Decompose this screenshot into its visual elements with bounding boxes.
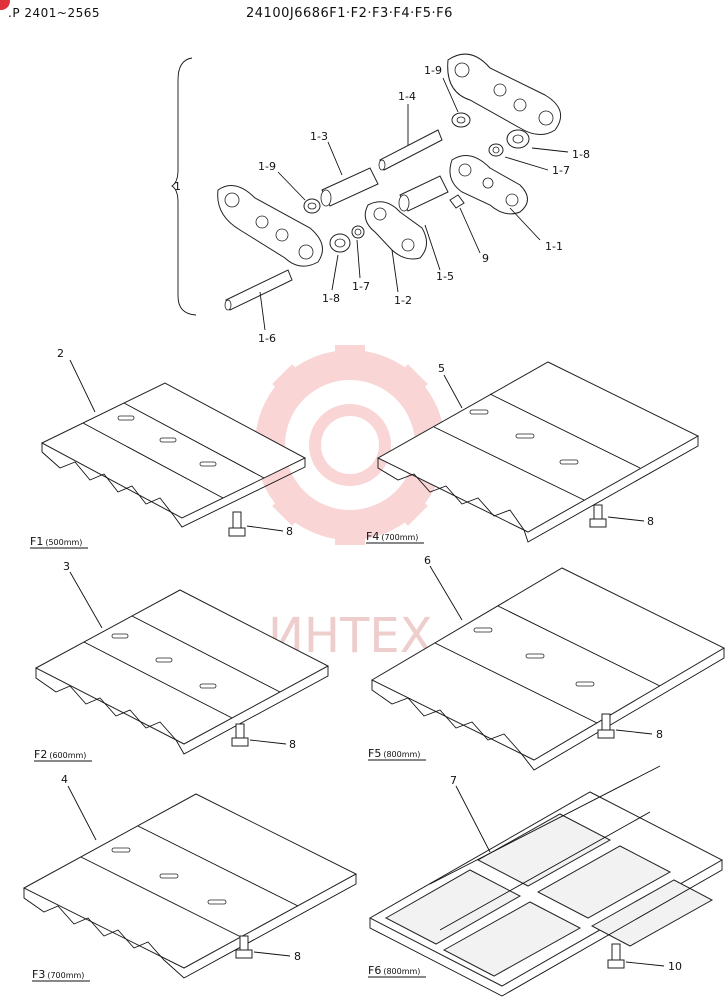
shoe-f6: 7 10 F6(800mm) xyxy=(368,765,724,997)
caption-f5-size: (800mm) xyxy=(383,750,420,759)
caption-f4-code: F4 xyxy=(366,530,379,543)
caption-f5: F5(800mm) xyxy=(368,747,420,760)
caption-f3-size: (700mm) xyxy=(47,971,84,980)
item-6-label: 6 xyxy=(424,554,431,567)
bolt-f4 xyxy=(589,504,607,528)
label-1-7-left: 1-7 xyxy=(352,280,370,293)
shoe-f5: 6 8 F5(800mm) xyxy=(368,554,726,771)
assembly-label: 1 xyxy=(174,180,181,193)
shoe-f3: 4 8 F3(700mm) xyxy=(22,773,358,982)
part-code-title: 24100J6686F1·F2·F3·F4·F5·F6 xyxy=(246,6,453,21)
bolt-label-f2: 8 xyxy=(289,738,296,751)
shoe-f2: 3 8 F2(600mm) xyxy=(34,560,330,762)
link-top-right xyxy=(447,53,562,135)
link-1-2 xyxy=(364,201,427,260)
bolt-label-f5: 8 xyxy=(656,728,663,741)
link-left xyxy=(217,185,323,267)
label-1-7-right: 1-7 xyxy=(552,164,570,177)
bushing-1-5 xyxy=(398,175,449,212)
corner-badge xyxy=(0,0,10,10)
caption-f6: F6(800mm) xyxy=(368,964,420,977)
item-3-label: 3 xyxy=(63,560,70,573)
caption-f4-size: (700mm) xyxy=(381,533,418,542)
seals xyxy=(303,112,530,253)
link-1-1 xyxy=(449,155,528,215)
bolt-label-f3: 8 xyxy=(294,950,301,963)
shoe-f4: 5 8 F4(700mm) xyxy=(366,361,700,544)
label-1-8-right: 1-8 xyxy=(572,148,590,161)
bolt-f3 xyxy=(235,935,253,959)
label-1-2: 1-2 xyxy=(394,294,412,307)
caption-f2-code: F2 xyxy=(34,748,47,761)
bolt-label-f6: 10 xyxy=(668,960,682,973)
label-1-8-left: 1-8 xyxy=(322,292,340,305)
item-2-label: 2 xyxy=(57,347,64,360)
caption-f3-code: F3 xyxy=(32,968,45,981)
label-1-9-top: 1-9 xyxy=(424,64,442,77)
serial-range: .P 2401~2565 xyxy=(8,6,100,20)
label-1-3: 1-3 xyxy=(310,130,328,143)
item-4-label: 4 xyxy=(61,773,68,786)
caption-f4: F4(700mm) xyxy=(366,530,418,543)
bushing-1-3 xyxy=(320,167,379,207)
assembly-leaders xyxy=(259,77,569,331)
item-5-label: 5 xyxy=(438,362,445,375)
bolt-f2 xyxy=(231,723,249,747)
caption-f3: F3(700mm) xyxy=(32,968,84,981)
label-1-6: 1-6 xyxy=(258,332,276,345)
caption-f2-size: (600mm) xyxy=(49,751,86,760)
bolt-f1 xyxy=(228,511,246,537)
link-assembly: 1 xyxy=(171,53,590,345)
caption-f1-size: (500mm) xyxy=(45,538,82,547)
caption-f5-code: F5 xyxy=(368,747,381,760)
label-1-5: 1-5 xyxy=(436,270,454,283)
caption-f6-code: F6 xyxy=(368,964,381,977)
label-1-1: 1-1 xyxy=(545,240,563,253)
label-1-4: 1-4 xyxy=(398,90,416,103)
bolt-f5 xyxy=(597,713,615,739)
label-1-9-left: 1-9 xyxy=(258,160,276,173)
item-7-label: 7 xyxy=(450,774,457,787)
caption-f2: F2(600mm) xyxy=(34,748,86,761)
bolt-label-f4: 8 xyxy=(647,515,654,528)
label-9: 9 xyxy=(482,252,489,265)
caption-f1: F1(500mm) xyxy=(30,535,82,548)
pin-1-4 xyxy=(378,129,443,171)
caption-f6-size: (800mm) xyxy=(383,967,420,976)
caption-f1-code: F1 xyxy=(30,535,43,548)
bolt-label-f1: 8 xyxy=(286,525,293,538)
pin-1-6 xyxy=(224,269,293,311)
shoe-f1: 2 8 F1(500mm) xyxy=(30,347,307,549)
bolt-f6 xyxy=(607,943,625,969)
